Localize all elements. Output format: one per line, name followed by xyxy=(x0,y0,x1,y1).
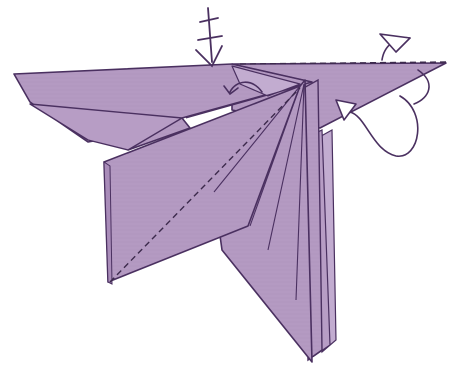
top-right-curved-arrow-icon xyxy=(380,34,410,60)
fold-down-arrow-icon xyxy=(196,8,222,66)
